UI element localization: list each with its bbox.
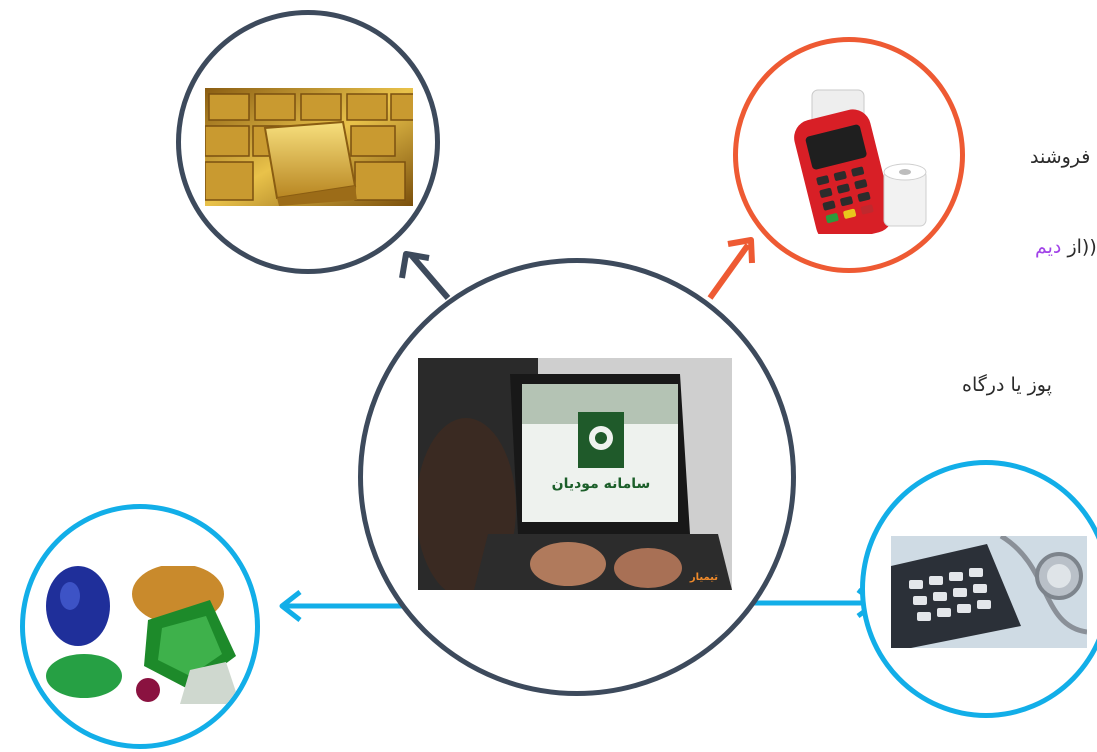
calculator-stethoscope-photo [891,536,1087,648]
text-paren: ((از دیم [1035,236,1097,258]
text-paren-accent: دیم [1035,236,1062,258]
connector-gold [409,254,451,300]
arrowhead-pos [727,237,755,264]
pos-terminal-photo [788,84,930,234]
text-seller: فروشند [1030,146,1091,168]
text-pos-gateway: پوز یا درگاه [962,374,1052,396]
gold-node [176,10,440,274]
laptop-user-photo: سامانه مودیان تیمیار [418,358,732,590]
gold-bars-photo [205,88,413,206]
arrowhead-gold [399,251,430,279]
pos-node [733,37,965,273]
connector-pos [707,243,751,300]
arrowhead-gems [279,590,302,622]
gems-node [20,504,260,749]
gemstones-photo [40,566,240,704]
screen-brand: تیمیار [689,572,718,583]
center-node: سامانه مودیان تیمیار [358,258,796,696]
screen-title: سامانه مودیان [552,476,651,492]
text-paren-prefix: ((از [1061,236,1097,258]
medical-node [860,460,1097,718]
